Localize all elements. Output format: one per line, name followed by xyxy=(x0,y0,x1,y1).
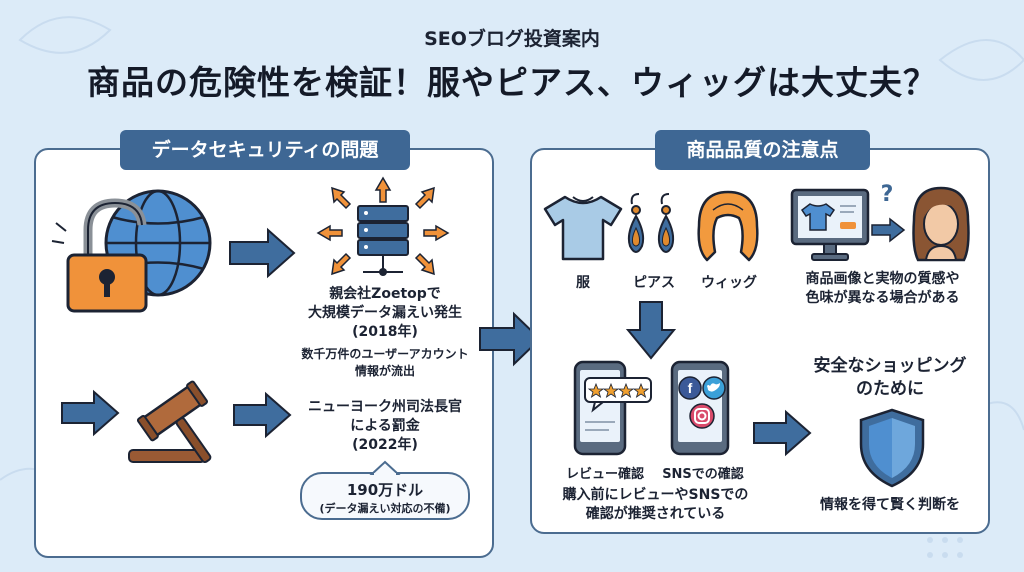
advice-text: 購入前にレビューやSNSでの 確認が推奨されている xyxy=(548,486,763,524)
leak-detail-line2: 情報が流出 xyxy=(354,364,415,378)
server-leak-icon xyxy=(316,176,450,276)
item-piercing-label: ピアス xyxy=(633,275,675,291)
safe-line1: 安全なショッピング xyxy=(813,356,967,376)
arrow-right-icon xyxy=(479,311,542,367)
data-security-heading: データセキュリティの問題 xyxy=(120,130,410,170)
gavel-icon xyxy=(128,380,212,464)
item-clothes-label: 服 xyxy=(576,275,590,291)
wig-icon xyxy=(697,190,759,262)
fine-description: ニューヨーク州司法長官 による罰金 (2022年) xyxy=(285,398,485,455)
leak-detail: 数千万件のユーザーアカウント 情報が流出 xyxy=(270,346,500,380)
shield-icon xyxy=(859,408,925,488)
image-difference-text: 商品画像と実物の質感や 色味が異なる場合がある xyxy=(780,270,985,308)
arrow-right-icon xyxy=(229,227,296,279)
arrow-right-icon xyxy=(233,391,292,439)
monitor-icon xyxy=(790,188,870,261)
page-subtitle: SEOブログ投資案内 xyxy=(424,28,600,50)
leak-line2: 大規模データ漏えい発生 xyxy=(308,305,462,321)
fine-line2: による罰金 xyxy=(350,418,420,434)
advice-line2: 確認が推奨されている xyxy=(585,506,726,522)
item-wig-label: ウィッグ xyxy=(701,275,757,291)
safe-line2: のために xyxy=(856,379,924,399)
lock-globe-icon xyxy=(51,189,212,313)
tshirt-icon xyxy=(543,195,623,261)
leak-year: (2018年) xyxy=(352,324,418,340)
earrings-icon xyxy=(627,193,675,253)
fine-line1: ニューヨーク州司法長官 xyxy=(308,399,462,415)
safe-shopping-title: 安全なショッピング のために xyxy=(800,355,980,401)
sns-phone-icon: f xyxy=(670,360,730,456)
fine-year: (2022年) xyxy=(352,437,418,453)
arrow-right-icon xyxy=(61,389,120,437)
leak-description: 親会社Zoetopで 大規模データ漏えい発生 (2018年) xyxy=(270,285,500,342)
arrow-right-icon xyxy=(753,409,812,457)
svg-text:f: f xyxy=(688,380,693,396)
product-quality-heading: 商品品質の注意点 xyxy=(655,130,870,170)
woman-avatar-icon xyxy=(912,186,970,262)
image-diff-line1: 商品画像と実物の質感や xyxy=(805,271,960,287)
arrow-right-icon xyxy=(871,217,906,243)
question-mark: ? xyxy=(880,182,894,207)
fine-reason: (データ漏えい対応の不備) xyxy=(319,502,451,515)
fine-amount: 190万ドル xyxy=(346,481,424,499)
sns-label: SNSでの確認 xyxy=(662,467,744,482)
page-title: 商品の危険性を検証！服やピアス、ウィッグは大丈夫？ xyxy=(87,63,937,102)
review-phone-icon xyxy=(573,360,652,456)
arrow-down-icon xyxy=(625,301,677,360)
leak-line1: 親会社Zoetopで xyxy=(329,286,441,302)
fine-amount-bubble: 190万ドル (データ漏えい対応の不備) xyxy=(300,472,470,520)
safe-tip: 情報を得て賢く判断を xyxy=(820,497,960,513)
bubble-tail xyxy=(369,460,401,476)
advice-line1: 購入前にレビューやSNSでの xyxy=(562,487,749,503)
leak-detail-line1: 数千万件のユーザーアカウント xyxy=(301,347,469,361)
review-label: レビュー確認 xyxy=(565,467,644,482)
image-diff-line2: 色味が異なる場合がある xyxy=(805,290,960,306)
